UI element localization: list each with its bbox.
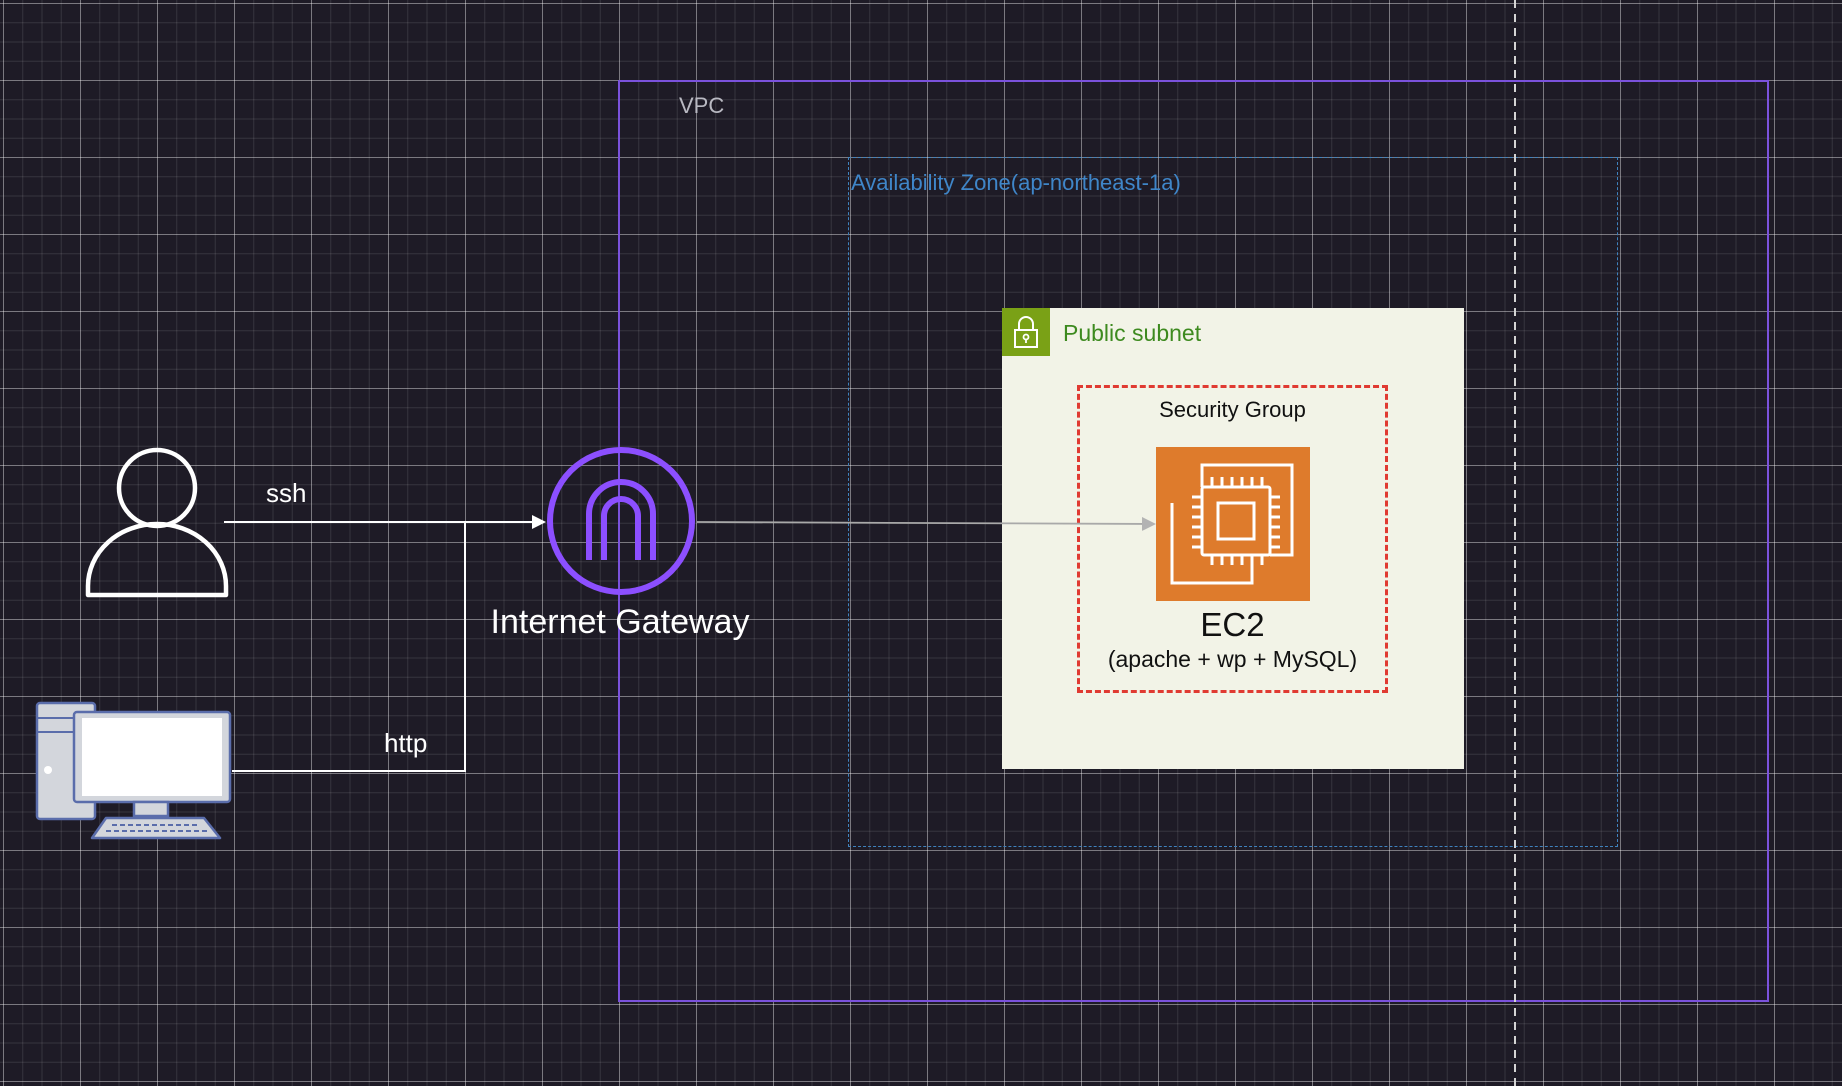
http-label: http: [384, 728, 428, 758]
vpc-label: VPC: [679, 93, 725, 118]
ec2-subtitle: (apache + wp + MySQL): [1107, 646, 1358, 672]
lock-icon: [1002, 308, 1050, 356]
http-connector: [232, 522, 466, 772]
public-subnet-label: Public subnet: [1063, 320, 1202, 346]
security-group-boundary: [1077, 385, 1388, 693]
igw-to-ec2-connector: [696, 516, 1156, 531]
user-icon: [84, 446, 230, 598]
internet-gateway-icon[interactable]: [546, 446, 696, 596]
availability-zone-boundary: [848, 157, 1618, 847]
desktop-computer-icon: [34, 700, 234, 842]
vpc-boundary: [618, 80, 1769, 1002]
security-group-label: Security Group: [1159, 397, 1306, 422]
availability-zone-label: Availability Zone(ap-northeast-1a): [851, 170, 1181, 195]
ec2-title: EC2: [1200, 606, 1265, 643]
ec2-chip-icon[interactable]: [1156, 447, 1310, 601]
ssh-label: ssh: [266, 478, 307, 508]
internet-gateway-label: Internet Gateway: [490, 603, 750, 641]
